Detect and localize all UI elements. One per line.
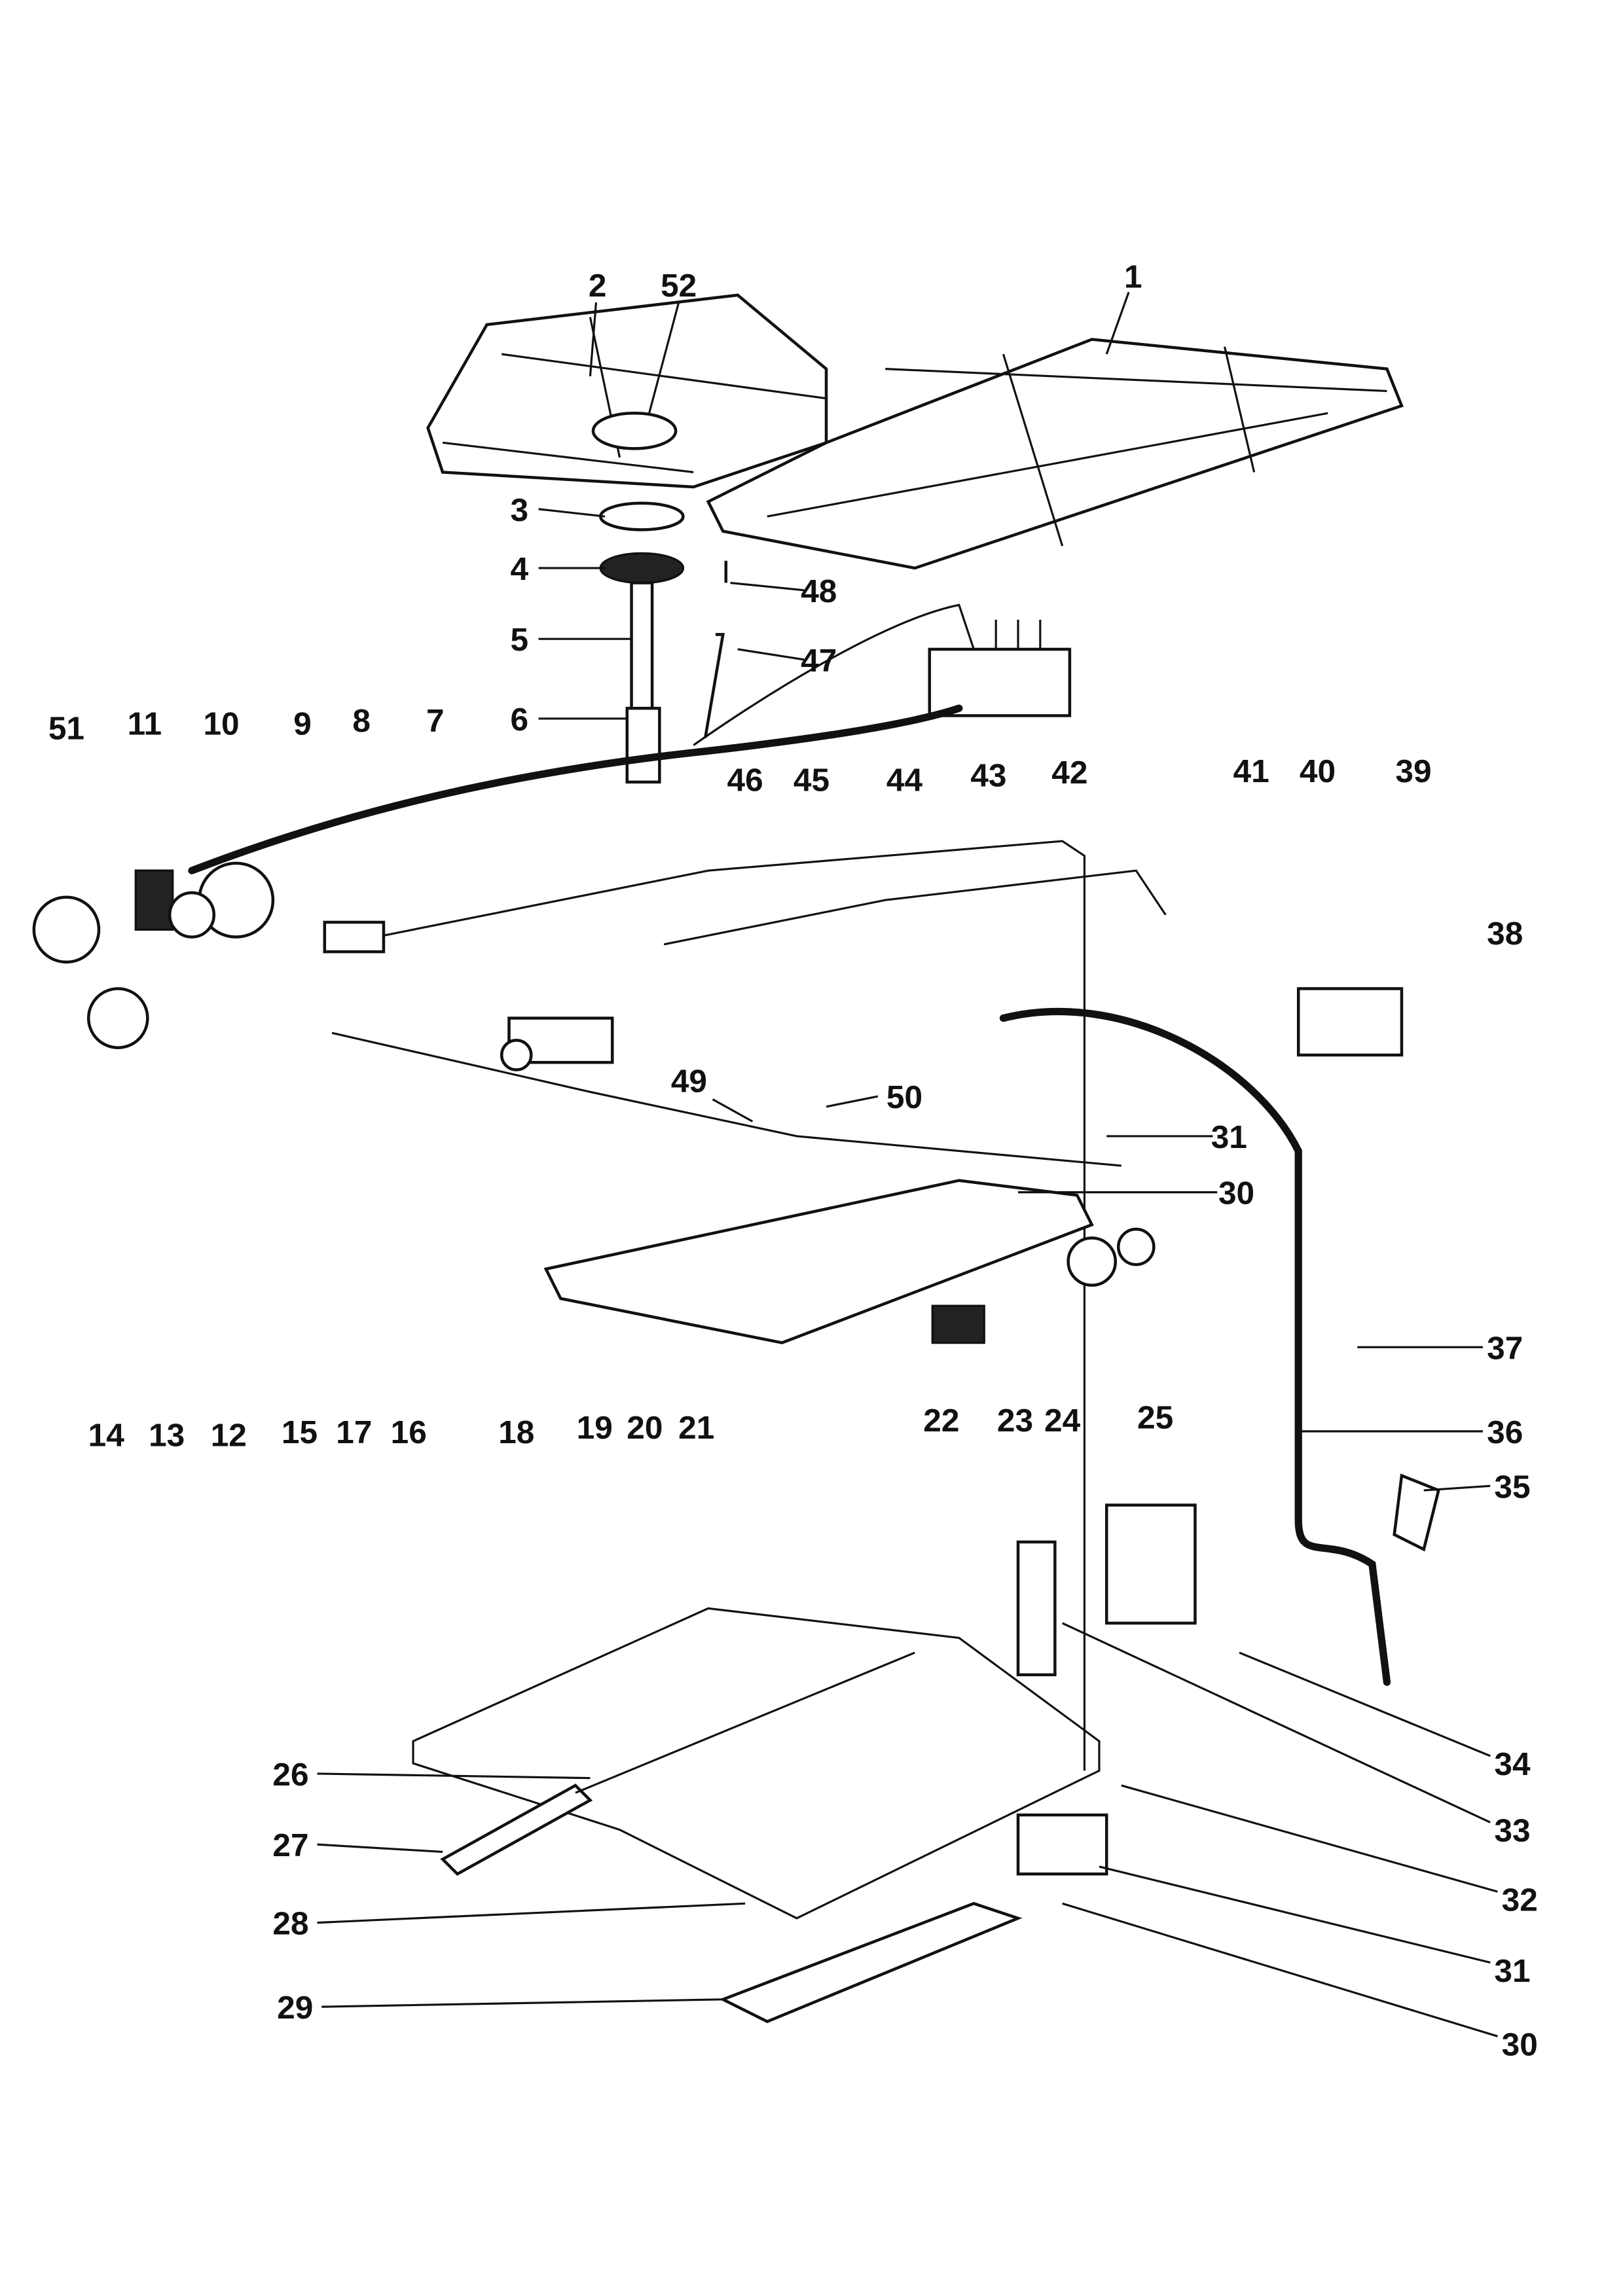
callout: 36 [1487,1414,1523,1450]
callout: 49 [671,1062,707,1099]
callout: 5 [510,621,528,658]
callout: 20 [627,1409,663,1446]
callout: 22 [923,1402,959,1439]
callout: 51 [48,709,84,746]
switch [134,869,174,931]
callout: 31 [1494,1952,1530,1989]
pan-support-grate [426,293,1404,570]
callout: 4 [510,550,528,587]
callout: 10 [203,706,239,742]
callout: 7 [426,702,445,739]
terminal-block [1296,987,1404,1057]
callout: 1 [1124,259,1142,295]
burner-assembly [598,501,728,784]
grill-tray [543,1179,1094,1344]
ignition-wiring [188,704,963,874]
gas-pipe [339,840,1086,1771]
callout: 23 [997,1402,1033,1439]
callout: 45 [793,761,830,798]
callout: 38 [1487,915,1523,952]
callout: 28 [272,1905,308,1942]
callout: 2 [589,267,607,304]
callout: 43 [970,757,1006,794]
callout: 18 [498,1414,534,1450]
spit-handle [440,1784,593,1876]
callout: 21 [678,1409,714,1446]
gas-tap [323,920,614,1071]
callout: 11 [128,706,162,742]
spark-generator [928,619,1072,717]
callout: 52 [661,267,697,304]
callout: 42 [1051,754,1087,791]
callout: 17 [336,1414,372,1450]
callout: 25 [1137,1399,1173,1435]
callout: 13 [149,1416,185,1453]
callout: 48 [801,573,837,609]
callout: 33 [1494,1812,1530,1849]
control-knob [32,895,101,964]
callout: 46 [727,761,763,798]
callout: 39 [1395,753,1431,789]
callout: 9 [293,706,312,742]
mains-plug [1393,1473,1440,1552]
callout: 27 [272,1827,308,1863]
oven-heating-element [412,1607,1101,1920]
callout: 50 [886,1079,922,1115]
oven-lamp [1067,1236,1118,1287]
callout: 6 [510,701,528,738]
callout: 12 [211,1416,247,1453]
thermostat [1104,1503,1197,1625]
callout: 32 [1502,1882,1538,1918]
callout: 30 [1502,2026,1538,2063]
callout: 29 [277,1989,313,2026]
callout: 30 [1218,1175,1254,1211]
callout: 26 [272,1756,308,1793]
callout: 3 [510,492,528,528]
base-heating-element [719,1901,1023,2024]
callout: 31 [1211,1119,1247,1155]
callout: 24 [1044,1402,1081,1439]
callout: 37 [1487,1329,1523,1366]
callout: 14 [88,1416,125,1453]
callout: 8 [352,702,371,739]
callout: 40 [1300,753,1336,789]
callout: 41 [1233,753,1269,789]
burner-cap [591,412,678,450]
callout: 47 [801,642,837,679]
callout: 34 [1494,1746,1531,1782]
callout: 19 [577,1409,613,1446]
callout: 15 [282,1414,318,1450]
callout: 44 [886,761,923,798]
callout: 16 [391,1414,427,1450]
callout: 35 [1494,1468,1530,1505]
callout-labels: 1 2 52 3 4 48 5 47 6 42 51 11 10 9 8 7 4… [48,259,1538,2063]
